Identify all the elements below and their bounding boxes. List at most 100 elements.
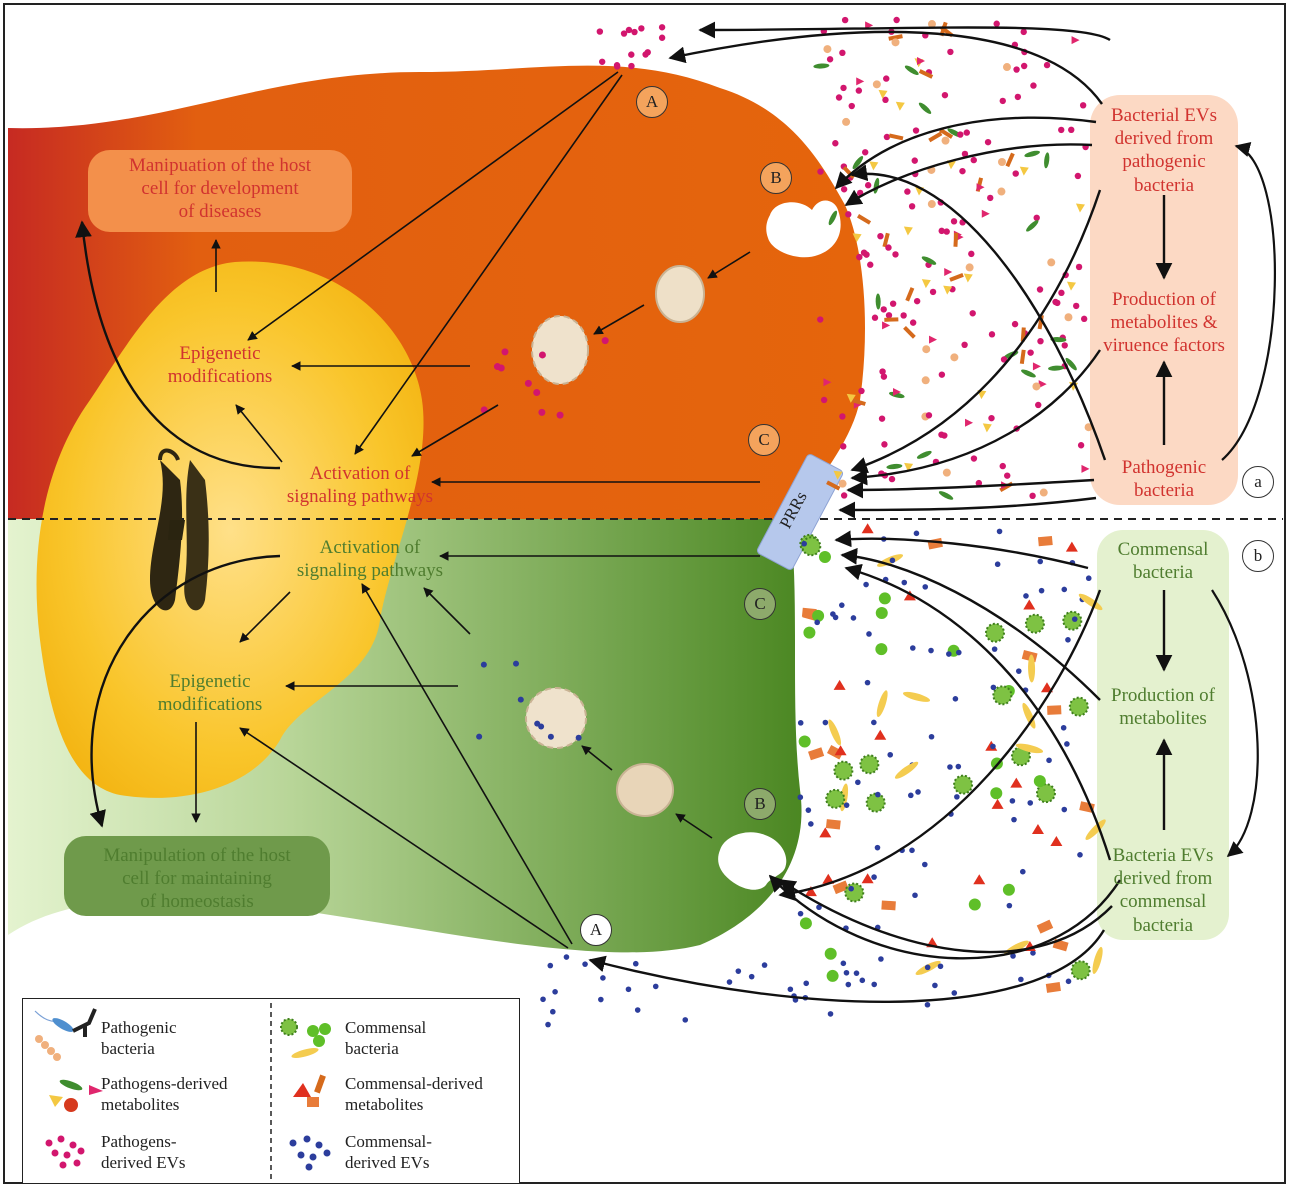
pathogen-ev-particle [877,232,884,240]
commensal-bacteria-particle [1078,593,1103,611]
arrow-bacteria-to-prr [846,478,1095,499]
commensal-ev-particle [1061,806,1068,813]
arrow-pocket-bottom [675,813,713,839]
commensal-ev-particle [843,802,850,808]
pathogen-metabolite-particle [875,293,881,310]
commensal-bacteria-particle [798,735,811,748]
route-badge-c-top: C [748,424,780,456]
commensal-ev-particle [874,844,881,851]
commensal-bacteria-particle [990,787,1003,800]
pathogen-ev-particle [947,48,954,56]
commensal-bacteria-particle [1010,746,1031,767]
pathogen-ev-particle [493,363,501,371]
pathogen-ev-particle [879,368,886,375]
commensal-bacteria-particle [953,774,974,795]
commensal-bacteria-particle [1062,610,1083,631]
pathogen-ev-particle [538,351,546,359]
pathogen-ev-particle [968,250,975,258]
commensal-metabolite-particle [804,886,817,897]
pathogen-metabolite-particle [878,89,888,99]
commensal-ev-particle [547,962,554,969]
arrow-a-to-act-top [354,74,623,455]
pathogen-ev-particle [1077,442,1085,449]
pathogen-ev-particle [988,331,996,338]
pathogen-metabolite-particle [918,102,932,114]
commensal-ev-particle [1085,575,1092,582]
pathogen-metabolite-particle [882,232,890,248]
pathogen-metabolite-particle [1026,220,1039,232]
pathogen-metabolite-particle [904,65,919,76]
disease-manipulation-label: Manipuation of the host cell for develop… [128,155,312,223]
pathogen-ev-particle [987,194,994,202]
endosome-top-2 [531,315,589,385]
commensal-ev-particle [517,696,524,703]
commensal-ev-particle [600,975,606,981]
pathogen-metabolite-particle [921,256,937,265]
pathogen-metabolite-particle [938,491,954,500]
commensal-ev-particle [889,557,896,564]
commensal-ev-particle [848,885,854,892]
commensal-ev-particle [1037,558,1044,565]
activation-label-bottom: Activation of signaling pathways [296,537,444,582]
pathogen-metabolite-particle [1038,380,1047,389]
commensal-bacteria-particle [824,947,837,960]
commensal-ev-particle [830,611,836,617]
commensal-ev-particle [801,540,807,547]
pathogen-metabolite-particle [823,378,832,387]
pathogen-ev-particle [882,96,889,104]
pathogen-ev-particle [961,341,968,349]
pathogen-ev-particle [938,227,945,235]
pathogen-ev-particle [1052,298,1059,306]
arrow-commensal-to-evs [1211,589,1259,858]
pathogen-ev-particle [596,28,604,35]
pathogen-ev-particle [871,314,879,321]
route-badge-c-bottom: C [744,588,776,620]
pathogen-ev-particle [878,415,886,422]
commensal-ev-particle [924,964,931,971]
arrow-a-to-epi-top [247,71,619,341]
commensal-ev-particle [1065,637,1071,643]
pathogen-ev-particle [598,58,606,65]
pathogen-ev-particle [817,168,824,175]
nucleus [36,261,424,798]
pathogen-ev-particle [880,373,888,380]
commensal-ev-particle [547,733,554,740]
arrow-endosome-top [593,304,645,335]
pathogen-ev-particle [1020,62,1028,70]
epigenetic-label-bottom: Epigenetic modifications [157,671,263,716]
legend-commensal-evs-icon [289,1135,331,1171]
commensal-bacteria-particle [875,606,888,619]
commensal-ev-particle [991,646,998,652]
pathogen-ev-particle [1061,342,1068,349]
pathogen-metabolite-particle [976,183,985,192]
pathogen-ev-particle [631,28,638,36]
pathogen-metabolite-particle [1032,362,1041,371]
pathogen-metabolite-particle [953,232,959,247]
pathogen-ev-particle [984,138,992,146]
pathogenic-bacteria-particle [941,136,950,145]
pathogen-metabolite-particle [944,267,953,276]
pathogen-ev-particle [867,261,874,268]
pathogen-metabolite-particle [851,398,866,406]
commensal-ev-particle [954,794,960,800]
arrow-bacteria-to-prr-2 [838,496,1097,519]
pathogenic-bacteria-particle [942,468,951,477]
commensal-metabolite-particle [1047,705,1062,715]
arrow-evs-to-b-bottom-1 [768,874,1122,960]
commensal-ev-particle [808,821,814,827]
pathogenic-production-label: Production of metabolites & viruence fac… [1103,289,1225,357]
legend-pathogenic-bacteria-label: Pathogenic bacteria [101,1018,177,1059]
legend-commensal-evs-label: Commensal- derived EVs [345,1132,432,1173]
pathogen-ev-particle [909,319,917,326]
commensal-ev-particle [1011,816,1017,823]
commensal-metabolite-particle [903,590,916,601]
commensal-ev-particle [864,679,871,686]
pathogen-metabolite-particle [856,77,865,86]
commensal-bacteria-particle [1068,696,1089,717]
arrow-production-to-prr [850,349,1101,486]
pathogen-ev-particle [638,25,645,32]
endocytic-pocket-top [766,200,841,258]
arrow-a-to-epi-bottom [239,727,569,949]
commensal-ev-particle [1018,976,1024,983]
pathogen-ev-particle [1080,315,1088,323]
